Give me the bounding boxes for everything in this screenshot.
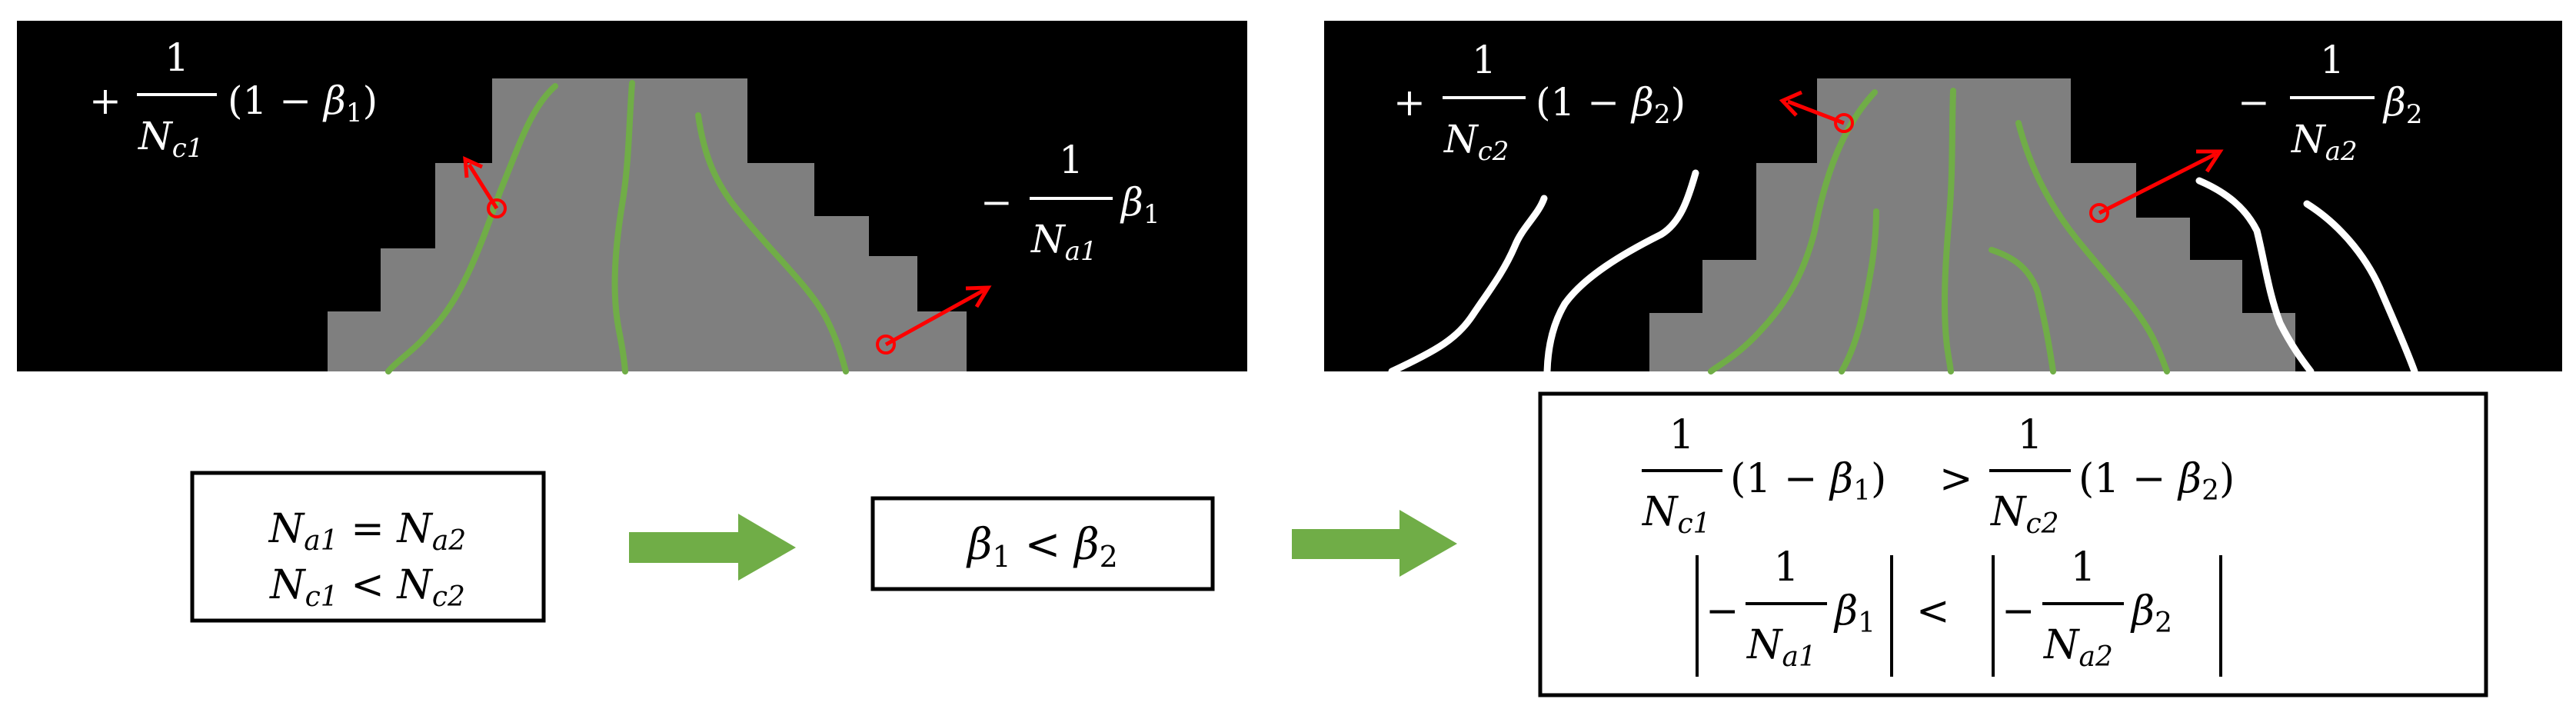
panel-1-green-root-middle [611,80,635,374]
condition-box: Na1 = Na2 Nc1 < Nc2 [190,471,546,623]
panel-1-loss-label: − 1 Na1 β1 [980,138,1160,267]
factor: (1 − β1) [228,78,378,128]
panel-2-white-root-2 [1543,169,1699,375]
panel-1-tree-shape [328,78,967,371]
panel-1-green-root-left [385,83,558,374]
panel-2-white-root-1 [1388,195,1548,375]
denominator: Nc1 [138,114,203,164]
svg-text:1: 1 [1669,412,1694,458]
panel-2-white-root-4 [2303,200,2418,375]
svg-text:Na1: Na1 [1746,622,1816,673]
svg-text:(1 − β1): (1 − β1) [1730,456,1886,507]
svg-text:Nc1: Nc1 [1641,489,1711,540]
numerator: 1 [165,35,189,80]
panel-2-loss-label: − 1 Na2 β2 [2238,38,2423,167]
beta-relation: β1 < β2 [966,520,1118,574]
panel-2-green-root-3 [1941,88,1956,374]
panel-2-loss-arrow [2089,149,2224,223]
denominator: Na2 [2291,117,2358,167]
sign: + [1393,80,1426,125]
result-line-2: − 1 Na1 β1 < − 1 Na2 β2 [1696,544,2222,677]
panel-2-green-root-1 [1708,89,1878,374]
factor: (1 − β2) [1536,80,1686,130]
panel-1-loss-arrow [876,285,992,355]
numerator: 1 [1472,38,1496,82]
svg-text:<: < [1916,588,1950,634]
result-box: 1 Nc1 (1 − β1) > 1 Nc2 (1 − β2) − 1 Na1 … [1538,391,2488,697]
panel-2-white-root-3 [2195,177,2315,375]
beta-relation-box-frame [870,496,1215,591]
svg-text:−: − [2002,588,2035,634]
svg-text:1: 1 [1773,544,1799,591]
numerator: 1 [1059,138,1083,182]
svg-text:>: > [1939,456,1973,502]
svg-text:1: 1 [2017,412,2042,458]
result-line-1: 1 Nc1 (1 − β1) > 1 Nc2 (1 − β2) [1641,412,2235,540]
panel-1-gain-label: + 1 Nc1 (1 − β1) [89,35,378,164]
flow-arrow-2 [1292,510,1457,577]
beta: β1 [1120,180,1160,230]
svg-text:(1 − β2): (1 − β2) [2078,456,2235,507]
panel-2-tree-shape [1649,78,2295,371]
panel-2-gain-arrow [1779,90,1854,133]
panel-1-green-root-right [695,112,849,374]
panel-2: + 1 Nc2 (1 − β2) − 1 Na2 β2 [1324,21,2562,375]
panel-1-loss-point [876,335,896,355]
flow-arrow-1 [629,514,796,581]
sign: − [2238,80,2270,125]
sign: − [980,180,1013,225]
beta: β2 [2382,80,2423,130]
denominator: Nc2 [1443,117,1509,167]
panel-2-green-root-4 [2015,120,2170,374]
panel-2-loss-point [2089,203,2109,223]
svg-text:1: 1 [2070,544,2095,591]
svg-text:Na2: Na2 [2042,622,2113,673]
svg-text:β1: β1 [1833,588,1875,639]
panel-2-green-root-2 [1839,208,1879,374]
numerator: 1 [2320,38,2345,82]
sign: + [89,78,121,123]
panel-2-green-root-5 [1989,247,2056,374]
svg-text:−: − [1706,588,1739,634]
svg-text:Nc2: Nc2 [1989,489,2059,540]
panel-1-gain-arrow [463,155,507,218]
panel-1: + 1 Nc1 (1 − β1) − 1 Na1 β1 [17,21,1247,374]
condition-line-2: Nc1 < Nc2 [268,562,465,613]
panel-2-gain-label: + 1 Nc2 (1 − β2) [1393,38,1686,167]
beta-relation-box: β1 < β2 [870,496,1215,591]
panel-1-gain-point [487,198,507,218]
condition-box-frame [190,471,546,623]
denominator: Na1 [1030,217,1097,267]
svg-text:β2: β2 [2130,588,2172,639]
condition-line-1: Na1 = Na2 [268,506,466,557]
panel-2-gain-point [1834,113,1854,133]
